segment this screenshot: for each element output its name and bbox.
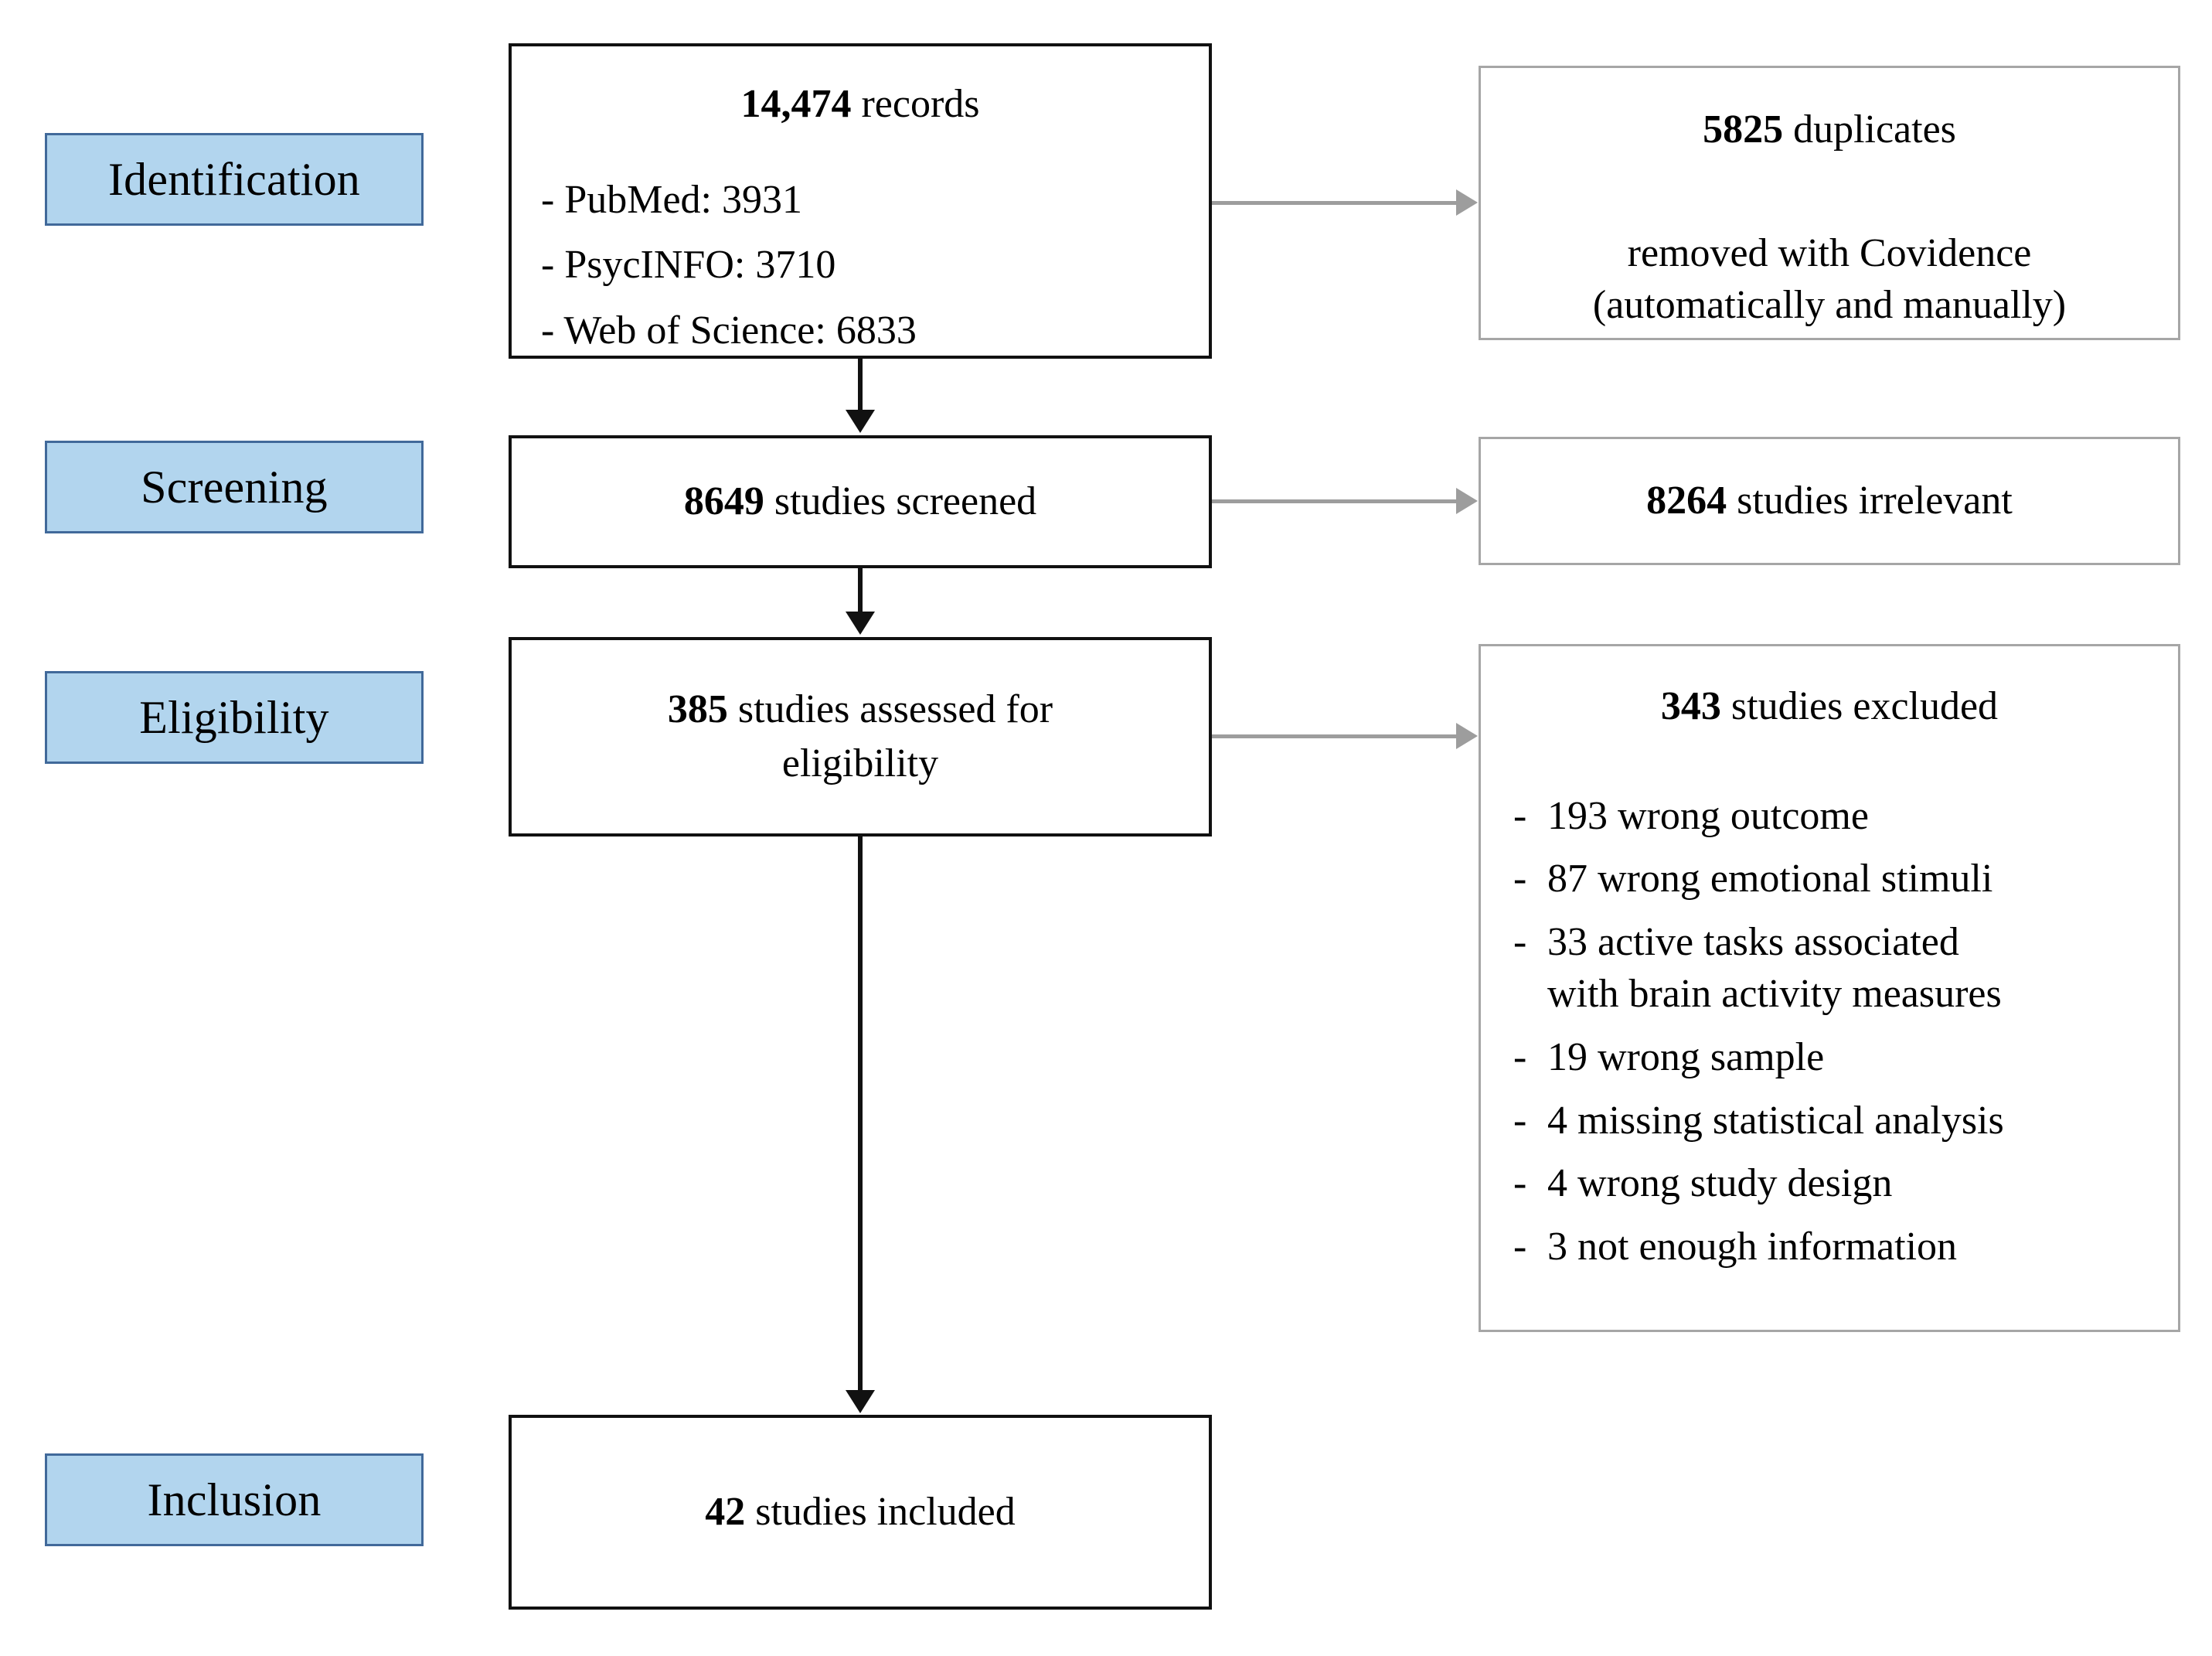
list-item: - 87 wrong emotional stimuli [1499, 853, 2159, 905]
records-count-suffix: records [851, 82, 980, 126]
records-source-list: - PubMed: 3931 - PsycINFO: 3710 - Web of… [512, 162, 1209, 369]
stage-label-screening-text: Screening [141, 462, 328, 513]
reason-dash: - [1513, 919, 1527, 964]
assessed-count: 385 [667, 687, 728, 731]
reason-text: 193 wrong outcome [1547, 793, 1869, 838]
arrowhead-screened-to-assessed [846, 612, 875, 635]
list-item: - 19 wrong sample [1499, 1031, 2159, 1084]
assessed-count-line: 385 studies assessed for [512, 683, 1209, 737]
connector-assessed-to-included [858, 837, 863, 1392]
screened-count-suffix: studies screened [764, 479, 1037, 523]
box-studies-irrelevant: 8264 studies irrelevant [1479, 437, 2180, 565]
included-count-suffix: studies included [745, 1489, 1016, 1534]
reason-text: 33 active tasks associated [1547, 919, 1959, 964]
stage-label-eligibility: Eligibility [45, 671, 424, 764]
arrowhead-assessed-to-excluded [1456, 723, 1478, 749]
exclusion-reason-list: - 193 wrong outcome - 87 wrong emotional… [1499, 790, 2159, 1273]
connector-records-to-screened [858, 359, 863, 413]
reason-dash: - [1513, 1161, 1527, 1206]
excluded-count-suffix: studies excluded [1720, 684, 1999, 728]
duplicates-count: 5825 [1703, 107, 1784, 152]
box-studies-excluded: 343 studies excluded - 193 wrong outcome… [1479, 644, 2180, 1332]
included-count: 42 [705, 1489, 746, 1534]
arrowhead-screened-to-irrelevant [1456, 488, 1478, 514]
duplicates-count-line: 5825 duplicates [1504, 104, 2155, 156]
list-item-continuation: with brain activity measures [1499, 968, 2159, 1021]
records-source-web-of-science: - Web of Science: 6833 [541, 308, 917, 353]
stage-label-inclusion-text: Inclusion [147, 1474, 322, 1525]
assessed-count-suffix: studies assessed for [727, 687, 1053, 731]
list-item: - 33 active tasks associated [1499, 916, 2159, 969]
records-count: 14,474 [740, 82, 852, 126]
duplicates-count-suffix: duplicates [1783, 107, 1956, 152]
screened-count: 8649 [683, 479, 764, 523]
list-item: - 193 wrong outcome [1499, 790, 2159, 843]
list-item: - 4 wrong study design [1499, 1157, 2159, 1210]
stage-label-inclusion: Inclusion [45, 1453, 424, 1546]
arrowhead-assessed-to-included [846, 1390, 875, 1413]
duplicates-sub-line1: removed with Covidence [1627, 230, 2032, 275]
reason-dash: - [1513, 1098, 1527, 1143]
reason-text: 3 not enough information [1547, 1224, 1958, 1269]
list-item: - 3 not enough information [1499, 1221, 2159, 1273]
reason-text: 87 wrong emotional stimuli [1547, 857, 1993, 901]
connector-assessed-to-excluded [1212, 734, 1458, 738]
reason-text: 19 wrong sample [1547, 1034, 1825, 1079]
irrelevant-count-line: 8264 studies irrelevant [1481, 475, 2178, 527]
records-source-psycinfo: - PsycINFO: 3710 [541, 243, 836, 288]
screened-count-line: 8649 studies screened [512, 475, 1209, 529]
reason-text: 4 wrong study design [1547, 1161, 1893, 1206]
included-count-line: 42 studies included [512, 1485, 1209, 1539]
list-item: - 4 missing statistical analysis [1499, 1095, 2159, 1147]
stage-label-eligibility-text: Eligibility [139, 692, 329, 743]
stage-label-screening: Screening [45, 441, 424, 533]
connector-screened-to-irrelevant [1212, 499, 1458, 503]
assessed-line2: eligibility [781, 741, 939, 785]
box-studies-assessed: 385 studies assessed for eligibility [509, 637, 1212, 837]
irrelevant-count-suffix: studies irrelevant [1727, 479, 2013, 523]
records-source-pubmed: - PubMed: 3931 [541, 178, 802, 223]
records-count-line: 14,474 records [512, 77, 1209, 131]
box-records-identified: 14,474 records - PubMed: 3931 - PsycINFO… [509, 43, 1212, 359]
connector-screened-to-assessed [858, 568, 863, 613]
reason-text: 4 missing statistical analysis [1547, 1098, 2004, 1143]
excluded-count-line: 343 studies excluded [1499, 680, 2159, 733]
stage-label-identification-text: Identification [107, 154, 360, 205]
reason-dash: - [1513, 1034, 1527, 1079]
duplicates-sub-line2: (automatically and manually) [1592, 283, 2067, 328]
box-duplicates-removed: 5825 duplicates removed with Covidence (… [1479, 66, 2180, 340]
reason-dash: - [1513, 793, 1527, 838]
box-studies-included: 42 studies included [509, 1415, 1212, 1610]
reason-text: with brain activity measures [1547, 972, 2002, 1017]
box-studies-screened: 8649 studies screened [509, 435, 1212, 568]
irrelevant-count: 8264 [1646, 479, 1727, 523]
reason-dash: - [1513, 1224, 1527, 1269]
stage-label-identification: Identification [45, 133, 424, 226]
arrowhead-records-to-duplicates [1456, 189, 1478, 216]
reason-dash: - [1513, 857, 1527, 901]
arrowhead-records-to-screened [846, 410, 875, 433]
excluded-count: 343 [1660, 684, 1721, 728]
connector-records-to-duplicates [1212, 201, 1458, 205]
